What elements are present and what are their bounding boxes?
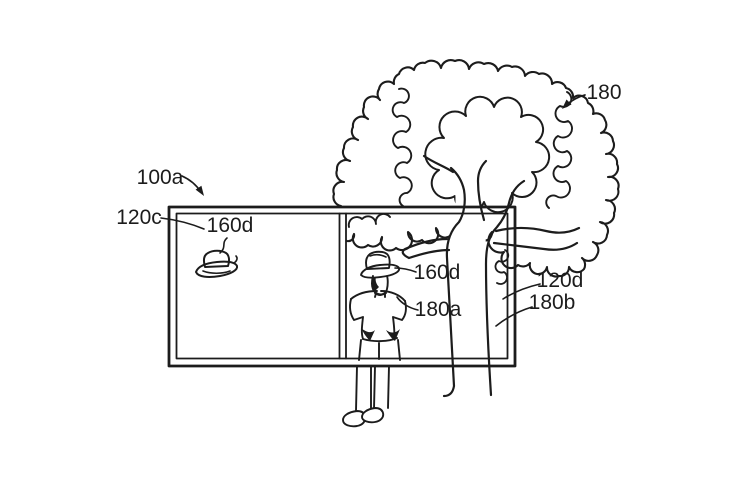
display-frame-outer (167, 205, 517, 368)
person-shoulders (350, 290, 406, 302)
panel-divider (338, 212, 347, 360)
label-180b: 180b (529, 291, 576, 314)
tree-trunk-upper-fill (452, 172, 485, 226)
arrowhead-180 (562, 99, 572, 109)
person-hat (360, 250, 401, 279)
label-100a: 100a (137, 166, 184, 189)
label-120c: 120c (116, 206, 162, 229)
foliage-inner-lobe-right (545, 91, 573, 209)
person-left-leg (355, 365, 372, 414)
reference-labels: 100a 120c 160d 160d 180a 180 120d 180b (116, 81, 622, 327)
leader-180a (396, 296, 419, 311)
person-feet (342, 407, 385, 428)
person-left-sleeve (349, 298, 364, 340)
person-shorts (358, 339, 401, 361)
person-right-sleeve (392, 300, 407, 339)
foliage-inner-lobe-bottom (347, 213, 391, 228)
person-collar (374, 292, 387, 296)
leader-120c (160, 217, 205, 230)
label-180a: 180a (415, 298, 462, 321)
branch-left (401, 237, 451, 260)
leader-160d-virtual (219, 237, 228, 254)
display-frame (167, 205, 517, 368)
person-figure (342, 250, 407, 428)
leader-160d-real (394, 267, 417, 273)
person-right-hand-pocket (386, 329, 400, 341)
foliage-inner-lobe-center (424, 95, 551, 214)
person-hair (371, 277, 379, 291)
person-left-hand-pocket (361, 328, 375, 341)
display-frame-inner (175, 212, 509, 360)
tree-foliage (332, 59, 620, 278)
label-160d-virtual: 160d (207, 214, 254, 237)
leader-180b (495, 306, 533, 327)
foliage-inner-lobe-left (391, 87, 413, 207)
label-160d-real: 160d (414, 261, 461, 284)
branch-right-upper (494, 226, 581, 234)
virtual-hat-icon (195, 249, 239, 278)
tree (332, 59, 620, 398)
branch-right-lower (492, 241, 579, 251)
tree-trunk (401, 154, 581, 398)
left-panel-surface (169, 208, 346, 366)
leader-120d (502, 283, 541, 300)
tree-trunk-fill (446, 219, 491, 397)
person-right-leg (373, 365, 390, 410)
label-180: 180 (586, 81, 621, 104)
label-120d: 120d (537, 269, 584, 292)
arrowhead-100a (195, 185, 204, 196)
